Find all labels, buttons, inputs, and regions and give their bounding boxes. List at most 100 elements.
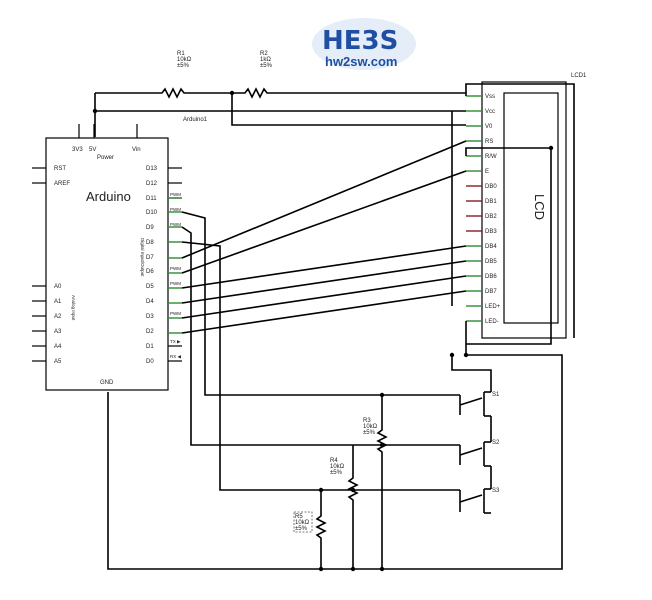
- d9-switch-wire: [181, 226, 460, 446]
- junction: [350, 487, 356, 493]
- resistor-r5-body: [315, 490, 327, 571]
- pin-d4: D4: [146, 299, 154, 305]
- logo-text: hw2sw.com: [325, 54, 397, 69]
- d10-switch-wire: [181, 211, 460, 396]
- junction: [379, 566, 385, 572]
- pin-d11: D11: [146, 196, 157, 202]
- r1-tol: ±5%: [177, 63, 190, 69]
- db5-wire: [181, 260, 467, 304]
- junction: [449, 352, 455, 358]
- lcd-pin-db7: DB7: [485, 289, 497, 295]
- pin-a4: A4: [54, 344, 62, 350]
- lcd-pin-e: E: [485, 169, 489, 175]
- arduino-ref: Arduino1: [183, 117, 208, 123]
- pwm-d10: PWM: [170, 207, 181, 212]
- power-label: Power: [97, 155, 114, 161]
- pin-a1: A1: [54, 299, 62, 305]
- vcc-wire: [94, 93, 466, 112]
- pwm-d3: PWM: [170, 311, 181, 316]
- resistor-r2: R2 1kΩ ±5%: [260, 51, 273, 69]
- pwm-d11: PWM: [170, 192, 181, 197]
- lcd-pin-db3: DB3: [485, 229, 497, 235]
- lcd-pins: Vss Vcc V0 RS R/W E DB0 DB1 DB2 DB3 DB4 …: [466, 94, 501, 325]
- s1-label: S1: [492, 392, 500, 398]
- r5-value: 10kΩ: [295, 520, 310, 526]
- hw2sw-logo: HE3S hw2sw.com: [312, 18, 416, 70]
- pin-d5: D5: [146, 284, 154, 290]
- e-wire: [181, 170, 467, 274]
- lcd-pin-db0: DB0: [485, 184, 497, 190]
- lcd-module: [481, 81, 567, 339]
- r2-tol: ±5%: [260, 63, 273, 69]
- s2-label: S2: [492, 440, 500, 446]
- pin-a0: A0: [54, 284, 62, 290]
- r5-name: R5: [295, 514, 303, 520]
- tx-label: TX ▶: [170, 339, 181, 344]
- lcd-screen: [503, 92, 559, 324]
- pin-a5: A5: [54, 359, 62, 365]
- db6-wire: [181, 275, 467, 319]
- pin-d8: D8: [146, 240, 154, 246]
- lcd-pin-vcc: Vcc: [485, 109, 495, 115]
- lcd-pin-vss: Vss: [485, 94, 495, 100]
- pwm-d9: PWM: [170, 222, 181, 227]
- r3-tol: ±5%: [363, 430, 376, 436]
- arduino-right-pins: D13 D12 D11 PWM D10 PWM D9 PWM D8 D7 D6 …: [146, 166, 182, 365]
- top-rail-wire: [95, 87, 466, 99]
- digital-pin-stubs: [168, 197, 182, 334]
- lcd-title: LCD: [532, 194, 547, 220]
- r5-tol: ±5%: [295, 526, 308, 532]
- analog-input-label: Analog Input: [71, 295, 76, 321]
- junction: [379, 442, 385, 448]
- lcd-pin-db6: DB6: [485, 274, 497, 280]
- ground-wire: [107, 354, 563, 570]
- pin-vin: Vin: [132, 147, 141, 153]
- r2-value: 1kΩ: [260, 57, 271, 63]
- lcd-pin-rw: R/W: [485, 154, 497, 160]
- pin-gnd: GND: [100, 380, 114, 386]
- pin-a3: A3: [54, 329, 62, 335]
- db4-wire: [181, 245, 467, 289]
- junction: [379, 392, 385, 398]
- lcd-pin-led-plus: LED+: [485, 304, 501, 310]
- pin-d7: D7: [146, 255, 154, 261]
- s3-label: S3: [492, 488, 500, 494]
- vss-frame-wire: [465, 83, 575, 338]
- switch-s3: S3: [459, 488, 500, 514]
- pwm-d6: PWM: [170, 266, 181, 271]
- resistor-r1: R1 10kΩ ±5%: [177, 51, 192, 69]
- v0-wire: [231, 93, 466, 126]
- pin-a2: A2: [54, 314, 62, 320]
- junction: [548, 145, 554, 151]
- lcd-pin-db5: DB5: [485, 259, 497, 265]
- r1-value: 10kΩ: [177, 57, 192, 63]
- pin-aref: AREF: [54, 181, 70, 187]
- db7-wire: [181, 290, 467, 334]
- resistor-r4-body: [347, 445, 359, 571]
- logo-glow: [312, 18, 416, 70]
- d8-switch-wire: [181, 241, 460, 491]
- lcd-pin-db4: DB4: [485, 244, 497, 250]
- r4-tol: ±5%: [330, 470, 343, 476]
- pin-d1: D1: [146, 344, 154, 350]
- r4-name: R4: [330, 458, 338, 464]
- lcd-ref: LCD1: [571, 73, 587, 79]
- r1-name: R1: [177, 51, 185, 57]
- pin-d13: D13: [146, 166, 158, 172]
- logo-mark: HE3S: [322, 26, 398, 56]
- pin-d6: D6: [146, 269, 154, 275]
- digital-io-label: Digital Input/Output: [140, 238, 145, 277]
- pwm-d5: PWM: [170, 281, 181, 286]
- switch-s1: S1: [459, 391, 500, 417]
- junction: [318, 566, 324, 572]
- pin-5v: 5V: [89, 147, 96, 153]
- lcd-pin-led-minus: LED-: [485, 319, 499, 325]
- r3-value: 10kΩ: [363, 424, 378, 430]
- lcd-pin-db2: DB2: [485, 214, 497, 220]
- pin-rst: RST: [54, 166, 66, 172]
- arduino-board: [45, 137, 169, 391]
- switch-vcc-wire: [451, 355, 492, 389]
- arduino-title: Arduino: [86, 189, 131, 204]
- r2-name: R2: [260, 51, 268, 57]
